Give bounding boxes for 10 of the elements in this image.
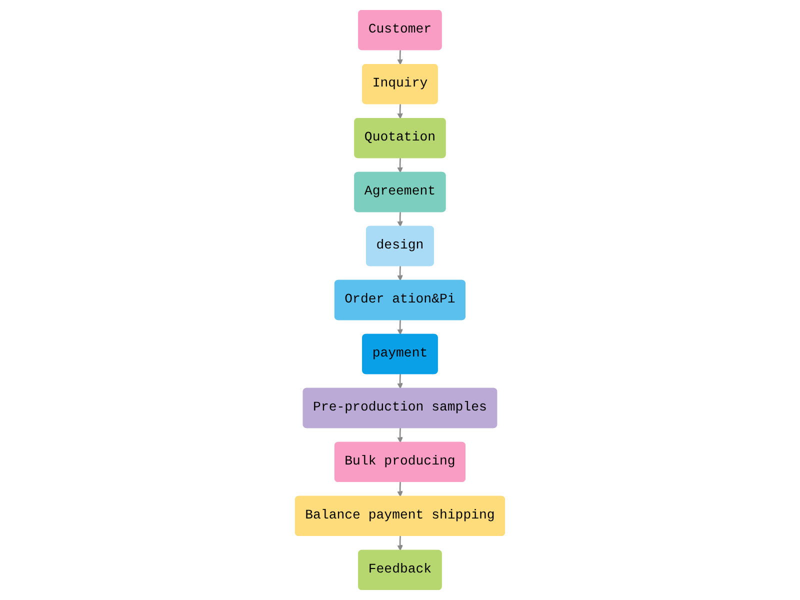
arrow [397, 50, 403, 65]
arrow [397, 482, 403, 497]
arrow [397, 104, 403, 119]
arrow [397, 374, 403, 389]
arrow [397, 158, 403, 173]
arrow [397, 428, 403, 443]
arrow [397, 320, 403, 335]
arrow [397, 536, 403, 551]
arrow [397, 266, 403, 281]
arrow [397, 212, 403, 227]
